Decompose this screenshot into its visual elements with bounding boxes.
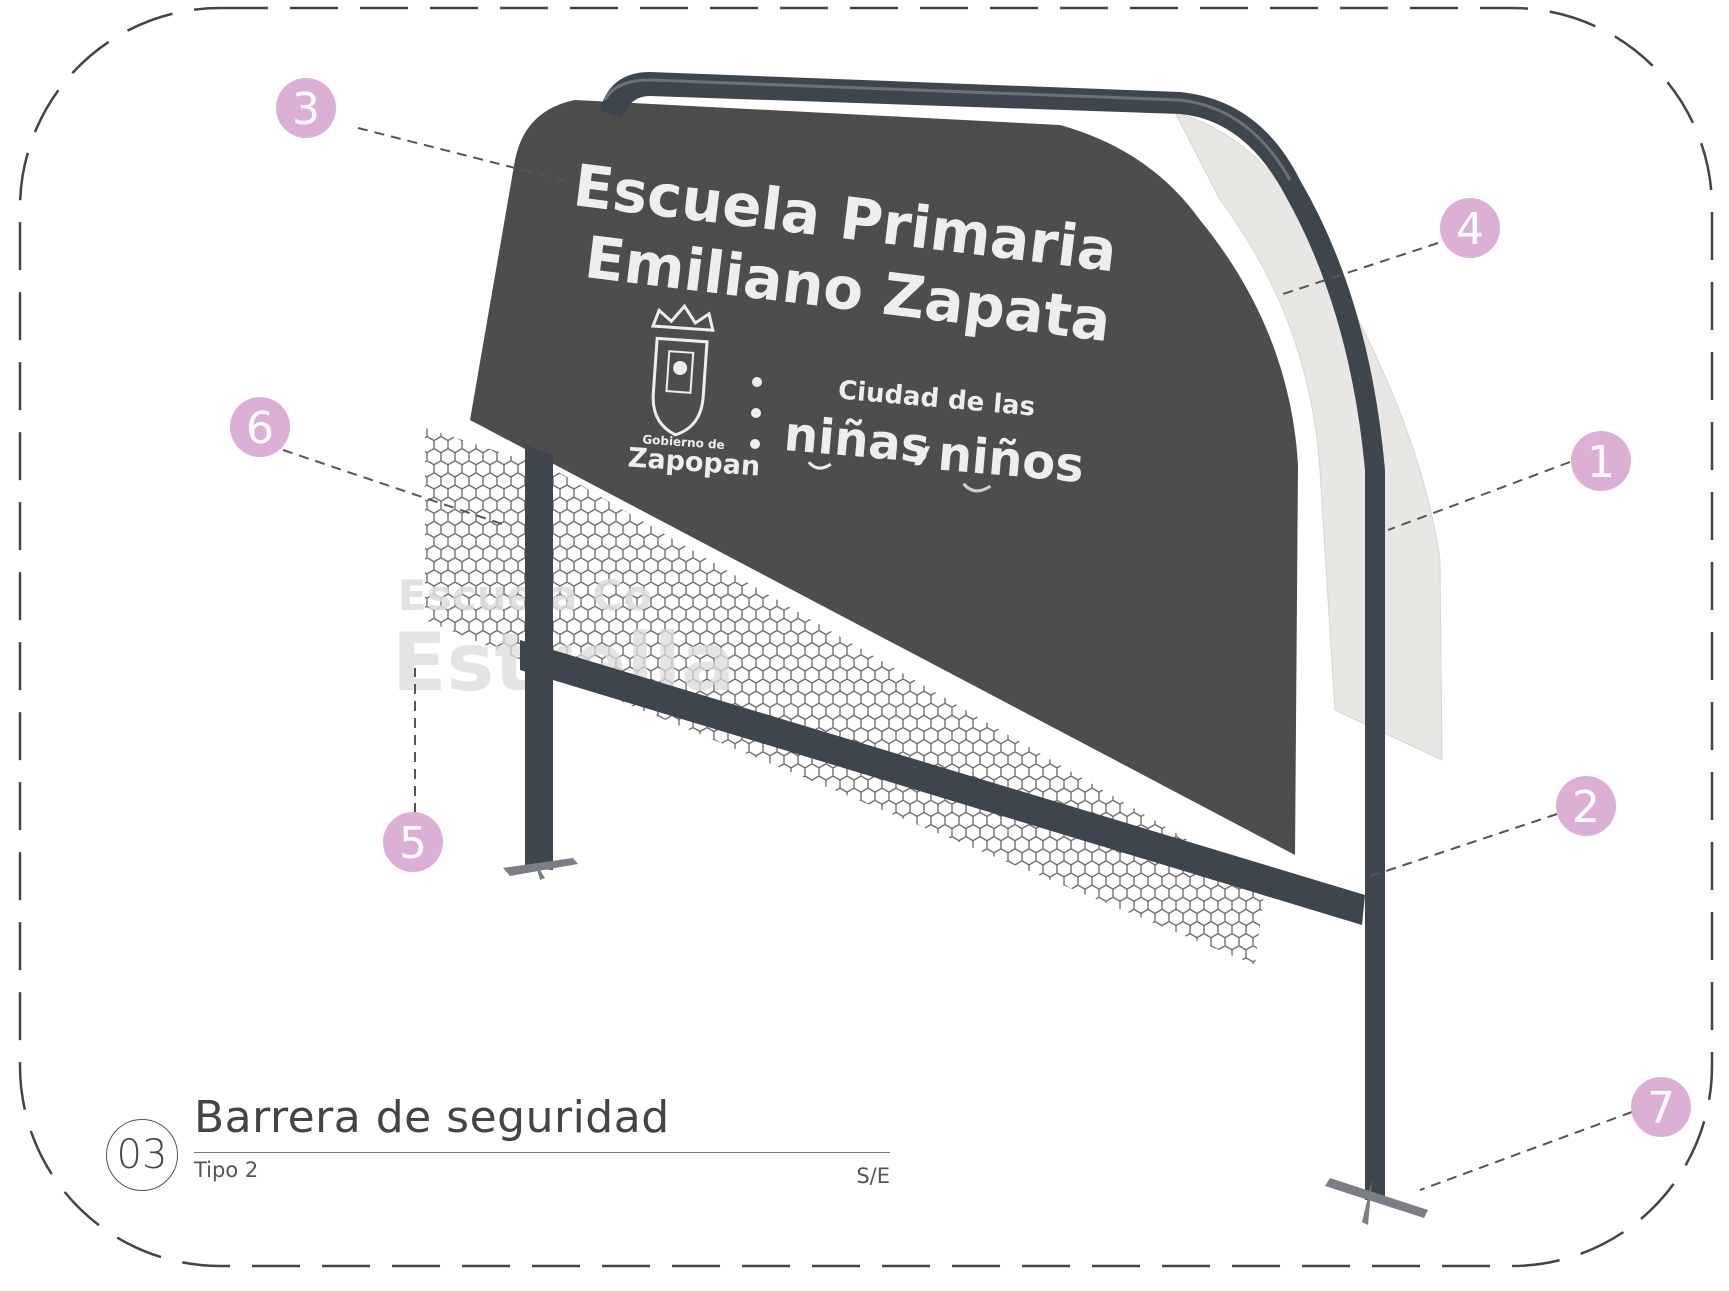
city-word2: niños [936,426,1087,495]
sheet-number: 03 [106,1119,178,1191]
svg-text:5: 5 [399,818,427,869]
city-conj: y [912,436,932,467]
left-base-plate [503,858,578,876]
sheet-subtitle: Tipo 2 [194,1158,259,1182]
sign-panel [470,100,1298,855]
callout-7: 7 [1631,1077,1691,1137]
sheet-scale: S/E [856,1164,890,1188]
city-word1: niñas [782,406,932,474]
left-post [525,445,553,870]
svg-text:7: 7 [1647,1083,1675,1134]
leader-lines [282,127,1633,1191]
sheet-title: Barrera de seguridad [194,1092,670,1143]
callout-2: 2 [1556,776,1616,836]
gov-small-label: Gobierno de [642,432,725,452]
title-rule [194,1152,890,1153]
svg-text:6: 6 [246,403,274,454]
smile-icon-2 [962,482,992,493]
diagonal-rail [520,640,1365,925]
smile-icon [807,461,832,470]
callout-6: 6 [230,397,290,457]
dashed-frame [18,6,1714,1268]
title-block: 03 Barrera de seguridad Tipo 2 S/E [104,1092,890,1202]
callout-4: 4 [1440,198,1500,258]
svg-text:4: 4 [1456,204,1484,255]
callout-3: 3 [276,78,336,138]
crest-icon [650,303,715,437]
svg-text:3: 3 [292,84,320,135]
right-base-plate [1325,1178,1428,1218]
separator-dots [750,377,762,449]
callout-5: 5 [383,812,443,872]
callout-1: 1 [1571,431,1631,491]
svg-text:2: 2 [1572,782,1600,833]
svg-text:1: 1 [1587,437,1615,488]
